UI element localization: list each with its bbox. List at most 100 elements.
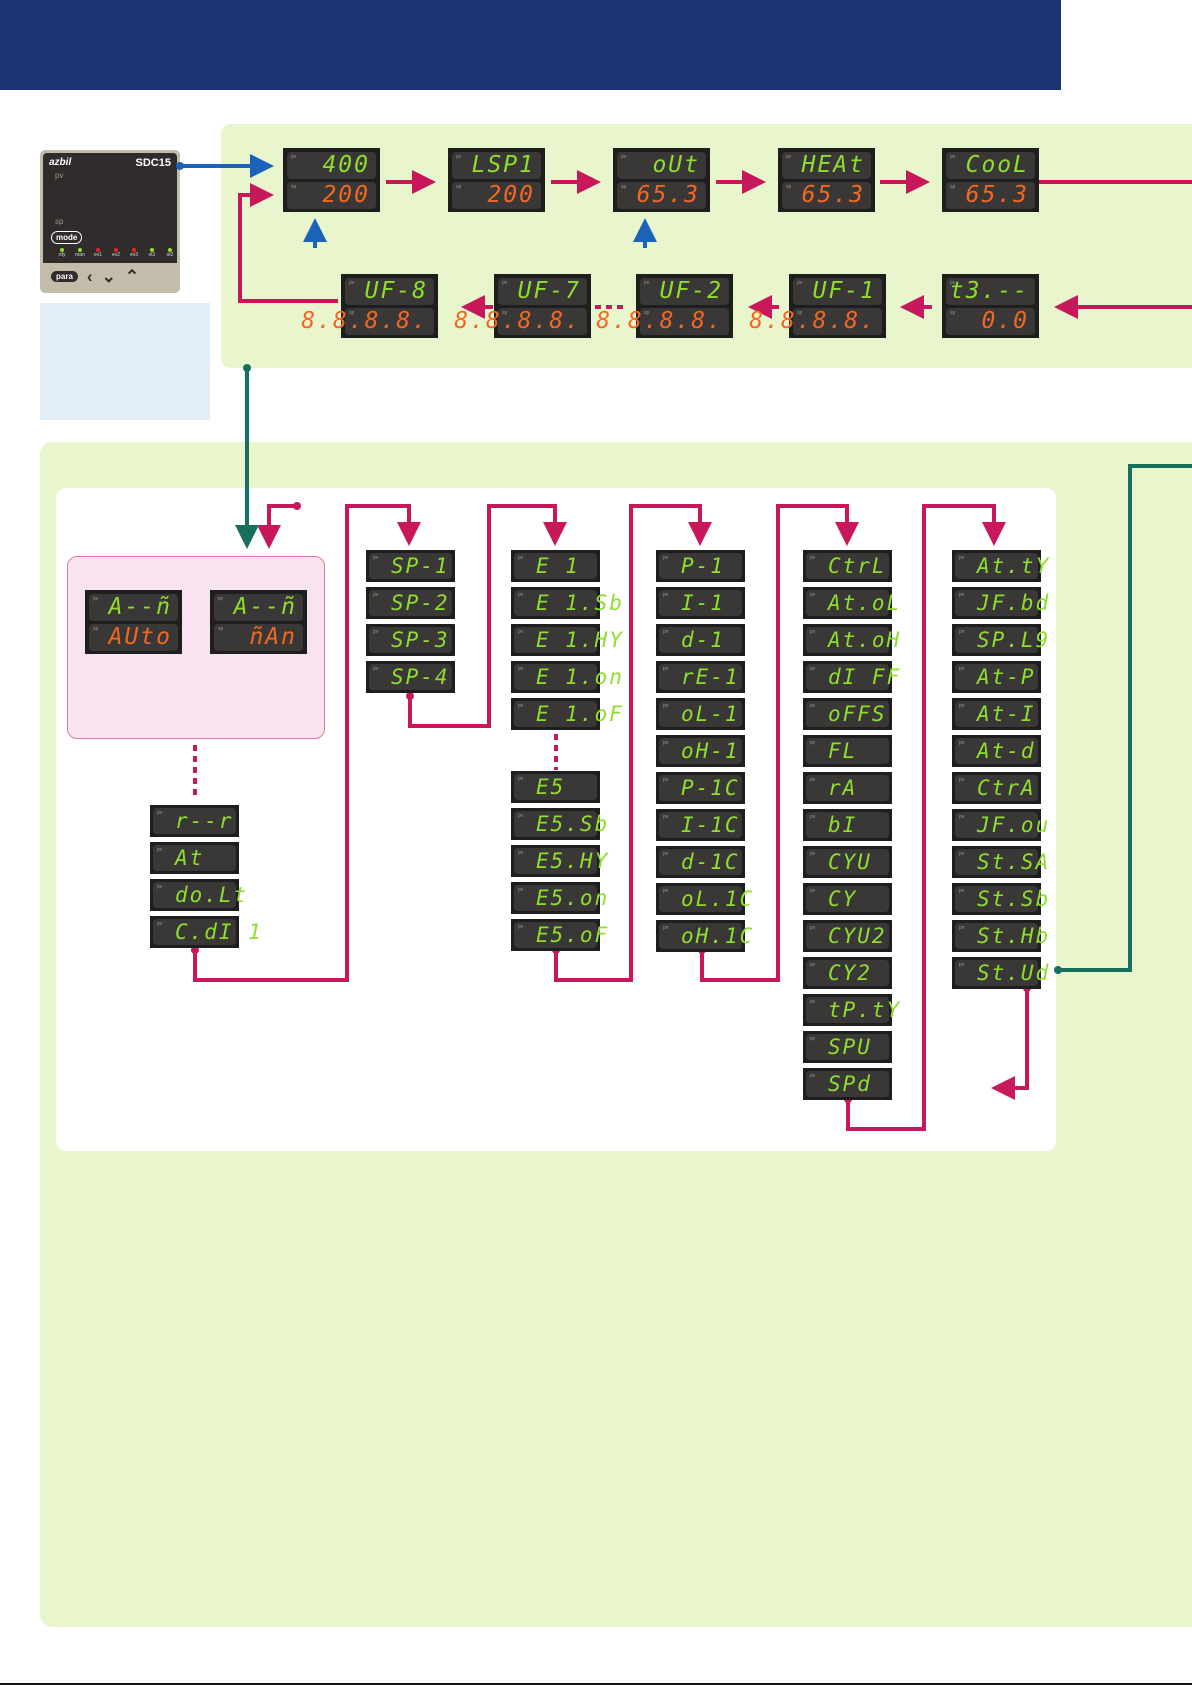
parameter-code: I-1 — [681, 591, 725, 615]
pv-row: pv E5 — [514, 774, 597, 800]
sp-tag: sp — [786, 184, 792, 190]
pv-tag: pv — [810, 777, 816, 783]
pv-tag: pv — [810, 629, 816, 635]
parameter-code: tP.tY — [828, 998, 902, 1022]
pv-value: LSP1 — [471, 152, 535, 178]
down-key-icon[interactable]: ⌄ — [101, 267, 116, 286]
sp-tag: sp — [502, 310, 508, 316]
led-label: rdy — [58, 252, 66, 258]
up-key-icon[interactable]: ⌃ — [124, 267, 140, 286]
parameter-code: oFFS — [828, 702, 887, 726]
pv-tag: pv — [663, 888, 669, 894]
sp-tag: sp — [218, 626, 224, 632]
parameter-code: FL — [828, 739, 858, 763]
led-indicator-icon — [132, 248, 136, 252]
pv-tag: pv — [810, 888, 816, 894]
pv-tag: pv — [663, 666, 669, 672]
sp-tag: sp — [644, 310, 650, 316]
parameter-code: dI FF — [828, 665, 902, 689]
pv-tag: pv — [518, 703, 524, 709]
led-indicator-icon — [96, 248, 100, 252]
pv-tag: pv — [373, 666, 379, 672]
event-parameter: pv E5 — [511, 771, 600, 803]
pv-row: pv At.oH — [806, 627, 899, 653]
pv-tag: pv — [959, 666, 965, 672]
pv-tag: pv — [950, 280, 956, 286]
pv-tag: pv — [518, 776, 524, 782]
pv-value: HEAt — [801, 152, 865, 178]
parameter-code: CY2 — [828, 961, 872, 985]
footer-rule — [0, 1683, 1192, 1685]
parameter-code: SP-3 — [391, 628, 450, 652]
pv-tag: pv — [157, 847, 163, 853]
led-label: ev3 — [129, 252, 139, 258]
pv-tag: pv — [518, 924, 524, 930]
parameter-code: d-1C — [681, 850, 740, 874]
parameter-code: r--r — [175, 809, 234, 833]
parameter-code: SP.L9 — [977, 628, 1051, 652]
pv-tag: pv — [663, 851, 669, 857]
mode-key[interactable]: mode — [51, 231, 83, 244]
para-key[interactable]: para — [51, 271, 78, 282]
pv-tag: pv — [663, 814, 669, 820]
sp-value: 65.3 — [801, 182, 865, 208]
model-label: SDC15 — [135, 157, 171, 169]
parameter-code: oH.1C — [681, 924, 755, 948]
pv-value: A--ñ — [108, 594, 172, 620]
parameter-code: rE-1 — [681, 665, 740, 689]
led-ev1: ev1 — [91, 248, 105, 259]
pv-tag: pv — [518, 813, 524, 819]
pv-value: A--ñ — [233, 594, 297, 620]
controller-keys: para ‹ ⌄ ⌃ — [43, 263, 177, 290]
led-ot2: ot2 — [163, 248, 177, 259]
parameter-code: oL-1 — [681, 702, 740, 726]
pv-row: pv At-P — [955, 664, 1038, 690]
pv-tag: pv — [959, 592, 965, 598]
parameter-code: At.oH — [828, 628, 902, 652]
parameter-code: E5 — [536, 775, 566, 799]
parameter-code: At-P — [977, 665, 1036, 689]
parameter-code: E 1 — [536, 554, 580, 578]
left-key-icon[interactable]: ‹ — [86, 267, 93, 286]
